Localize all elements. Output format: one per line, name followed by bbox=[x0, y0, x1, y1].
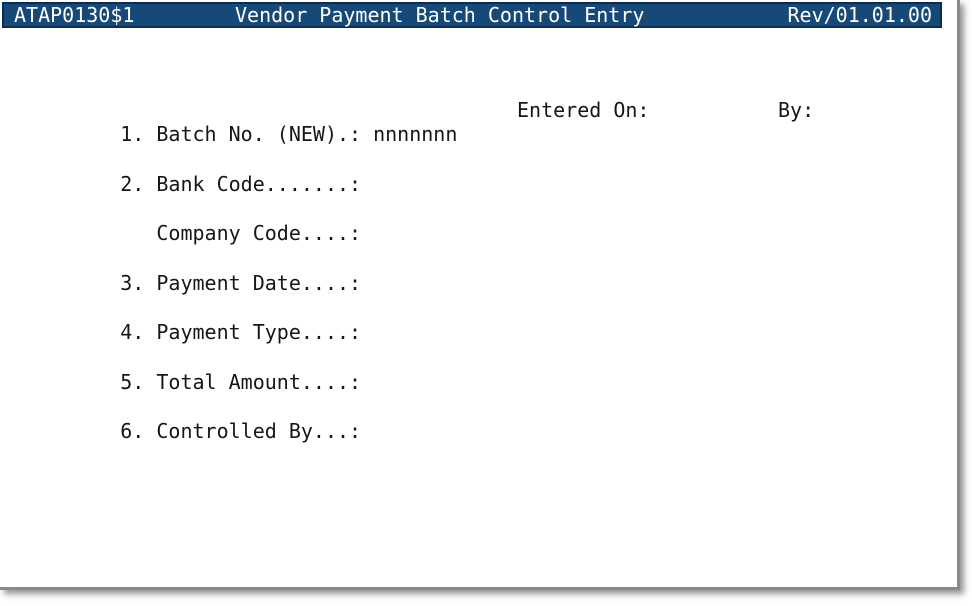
payment-date-label: 3. Payment Date....: bbox=[120, 271, 362, 295]
payment-date-field[interactable] bbox=[361, 271, 511, 295]
field-row-bank-code: 2. Bank Code.......: bbox=[48, 148, 511, 196]
application-window: ATAP0130$1 Vendor Payment Batch Control … bbox=[0, 0, 960, 590]
by-label: By: bbox=[778, 98, 815, 122]
program-id: ATAP0130$1 bbox=[14, 3, 135, 27]
controlled-by-field[interactable] bbox=[361, 419, 511, 443]
field-row-company-code: Company Code....: bbox=[48, 197, 511, 245]
batch-no-label: 1. Batch No. (NEW).: bbox=[120, 122, 362, 146]
terminal-screen: 1. Batch No. (NEW).:nnnnnnn Entered On: … bbox=[0, 28, 957, 587]
bank-code-label: 2. Bank Code.......: bbox=[120, 172, 362, 196]
by-value bbox=[820, 98, 920, 122]
field-row-payment-type: 4. Payment Type....: bbox=[48, 296, 511, 344]
entered-on-label: Entered On: bbox=[517, 98, 650, 122]
payment-type-field[interactable] bbox=[361, 320, 511, 344]
field-row-batch-no: 1. Batch No. (NEW).: nnnnnnn bbox=[48, 98, 511, 146]
field-row-payment-date: 3. Payment Date....: bbox=[48, 247, 511, 295]
revision-label: Rev/01.01.00 bbox=[787, 3, 933, 27]
field-row-controlled-by: 6. Controlled By...: bbox=[48, 395, 511, 443]
total-amount-field[interactable] bbox=[361, 370, 511, 394]
company-code-label: Company Code....: bbox=[120, 221, 362, 245]
batch-no-field[interactable]: nnnnnnn bbox=[373, 122, 458, 146]
bank-code-field[interactable] bbox=[361, 172, 511, 196]
payment-type-label: 4. Payment Type....: bbox=[120, 320, 362, 344]
total-amount-label: 5. Total Amount....: bbox=[120, 370, 362, 394]
company-code-field[interactable] bbox=[361, 221, 511, 245]
entered-on-value bbox=[655, 98, 765, 122]
title-bar: ATAP0130$1 Vendor Payment Batch Control … bbox=[2, 2, 942, 28]
field-row-total-amount: 5. Total Amount....: bbox=[48, 346, 511, 394]
screen-title: Vendor Payment Batch Control Entry bbox=[235, 3, 645, 27]
controlled-by-label: 6. Controlled By...: bbox=[120, 419, 362, 443]
